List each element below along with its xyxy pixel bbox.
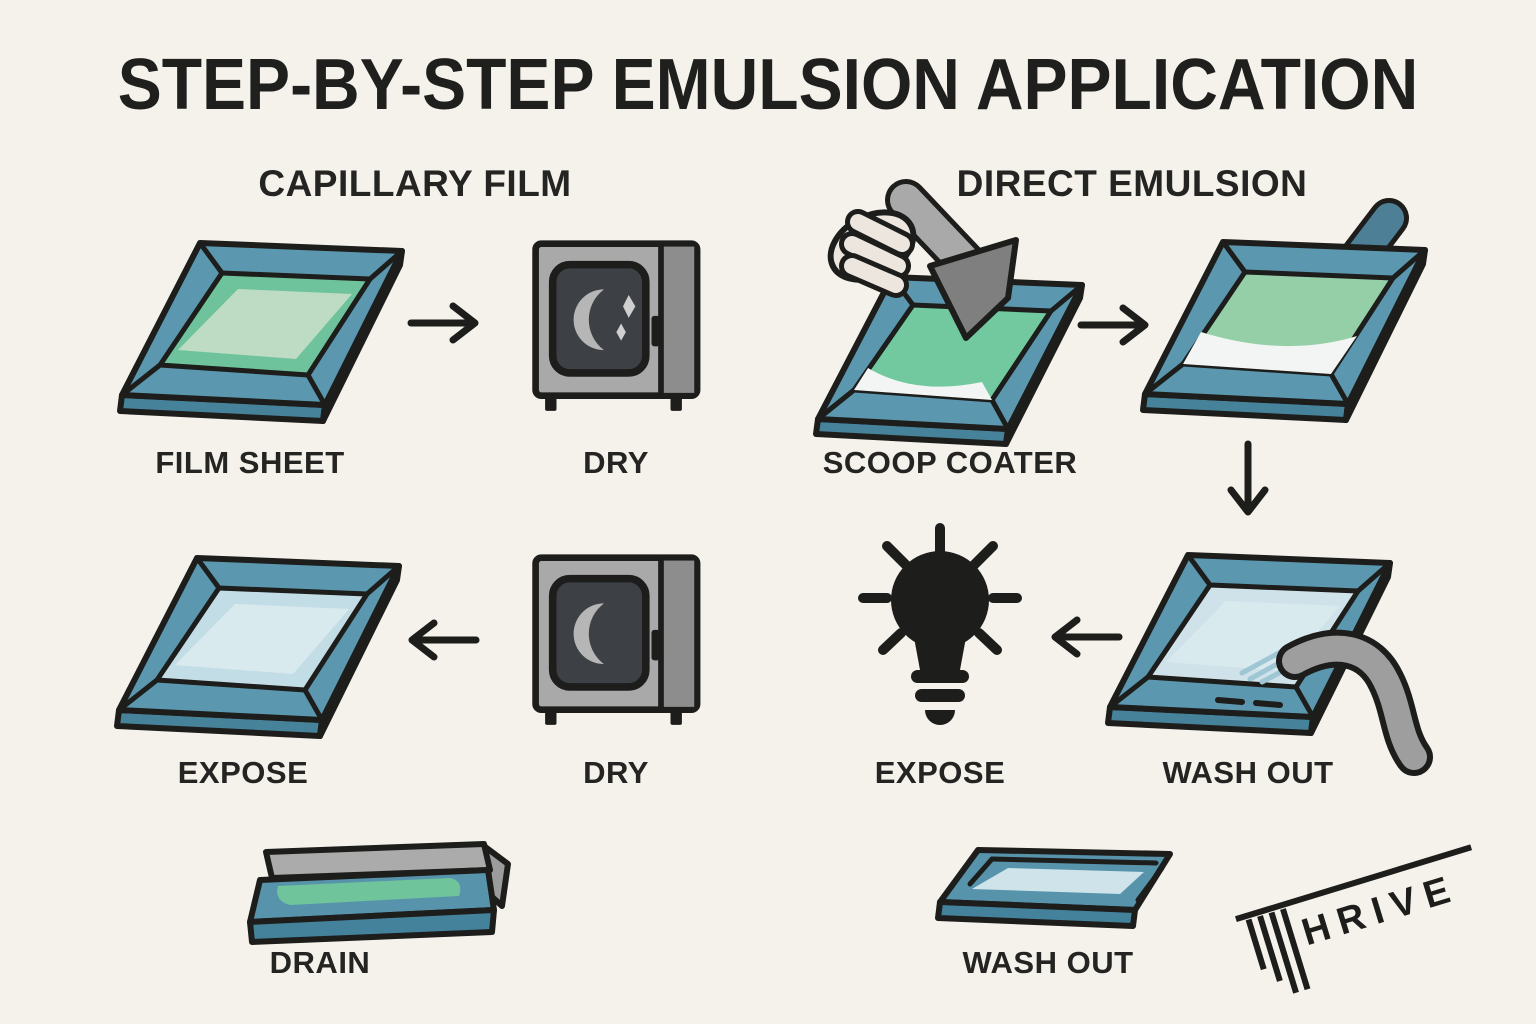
arrow-right-icon xyxy=(1077,304,1149,346)
bulb-rays xyxy=(858,523,1022,655)
moon-icon xyxy=(573,603,604,665)
label-wash-out-frame: WASH OUT xyxy=(1162,755,1334,790)
arrow-down-icon xyxy=(1227,440,1269,516)
label-drain: DRAIN xyxy=(269,945,371,980)
logo-t-bars xyxy=(1245,908,1311,994)
moon-icon xyxy=(573,289,604,351)
door-handle xyxy=(651,629,661,661)
arrow-right-icon xyxy=(407,302,479,344)
coated-frame-illustration xyxy=(1140,198,1428,423)
tray-rim-lines xyxy=(967,856,1165,903)
sparkle-icon xyxy=(623,295,636,318)
scoop-coater-illustration xyxy=(813,179,1085,447)
label-film-sheet: FILM SHEET xyxy=(155,445,345,480)
heading-capillary-film: CAPILLARY FILM xyxy=(258,163,572,204)
label-expose-left: EXPOSE xyxy=(177,755,309,790)
wash-out-tray-illustration xyxy=(935,847,1173,929)
door-handle xyxy=(651,315,661,347)
drain-coater-illustration xyxy=(247,841,511,945)
label-dry-2: DRY xyxy=(583,755,649,790)
label-scoop-coater: SCOOP COATER xyxy=(822,445,1078,480)
thrive-logo: HRIVE xyxy=(1235,844,1473,994)
logo-letters: HRIVE xyxy=(1297,867,1463,954)
coater-blade xyxy=(927,237,1019,341)
page-title: STEP-BY-STEP EMULSION APPLICATION xyxy=(117,43,1419,125)
hose xyxy=(1276,629,1433,776)
drying-cabinet-illustration xyxy=(532,240,701,411)
film-sheet-frame-illustration xyxy=(117,240,405,424)
light-bulb-icon xyxy=(858,523,1022,725)
frame-dashes xyxy=(1215,697,1283,708)
hand-glove xyxy=(827,209,917,298)
drying-cabinet-illustration xyxy=(532,554,701,725)
arrow-left-icon xyxy=(408,619,480,661)
sparkle-icon xyxy=(616,323,626,341)
label-dry-1: DRY xyxy=(583,445,649,480)
label-expose-right: EXPOSE xyxy=(874,755,1006,790)
wash-out-frame-illustration xyxy=(1105,552,1433,776)
exposed-frame-illustration xyxy=(114,555,402,739)
label-wash-out-tray: WASH OUT xyxy=(962,945,1134,980)
arrow-left-icon xyxy=(1051,616,1123,658)
heading-direct-emulsion: DIRECT EMULSION xyxy=(956,163,1308,204)
